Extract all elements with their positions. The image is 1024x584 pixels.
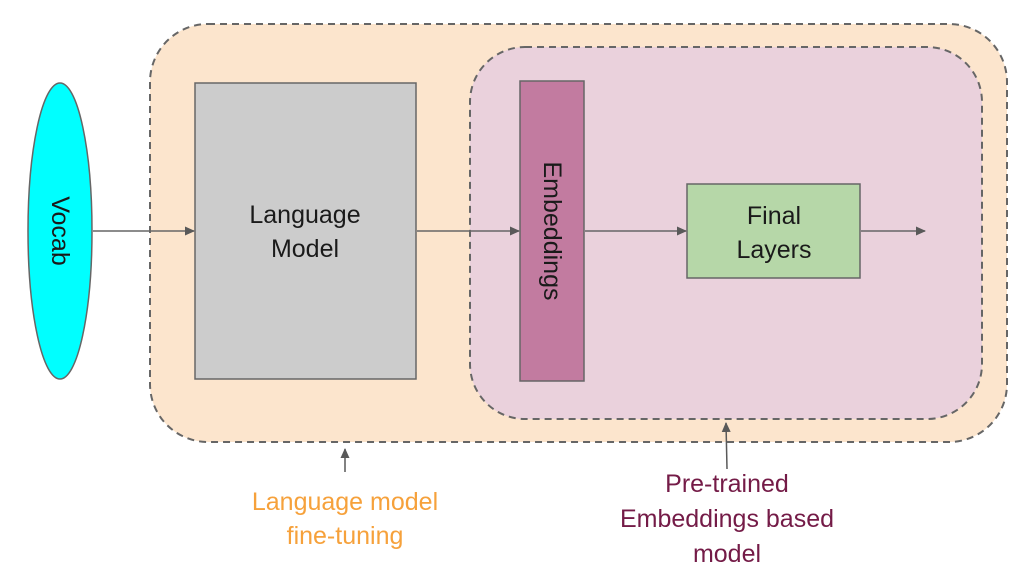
vocab-node: Vocab	[27, 82, 93, 380]
pretrained-embeddings-caption: Pre-trained Embeddings based model	[620, 470, 834, 568]
pretrained-embeddings-caption-line1: Pre-trained	[665, 470, 789, 498]
language-model-box	[194, 82, 417, 380]
final-layers-label-line2: Layers	[736, 236, 811, 264]
lm-finetuning-caption-line2: fine-tuning	[287, 522, 404, 550]
lm-finetuning-caption: Language model fine-tuning	[252, 488, 438, 550]
final-layers-node: Final Layers	[686, 183, 861, 279]
pretrained-embeddings-caption-line3: model	[693, 540, 761, 568]
final-layers-box	[686, 183, 861, 279]
final-layers-label-line1: Final	[747, 202, 801, 230]
embeddings-node: Embeddings	[519, 80, 585, 382]
embeddings-label: Embeddings	[538, 162, 566, 301]
language-model-label-line1: Language	[249, 201, 360, 229]
vocab-ellipse	[27, 82, 93, 380]
vocab-label: Vocab	[46, 196, 74, 266]
language-model-label-line2: Model	[271, 235, 339, 263]
embeddings-box	[519, 80, 585, 382]
pretrained-embeddings-pointer-arrow	[721, 422, 731, 470]
lm-finetuning-caption-line1: Language model	[252, 488, 438, 516]
pretrained-embeddings-caption-line2: Embeddings based	[620, 505, 834, 533]
language-model-node: Language Model	[194, 82, 417, 380]
